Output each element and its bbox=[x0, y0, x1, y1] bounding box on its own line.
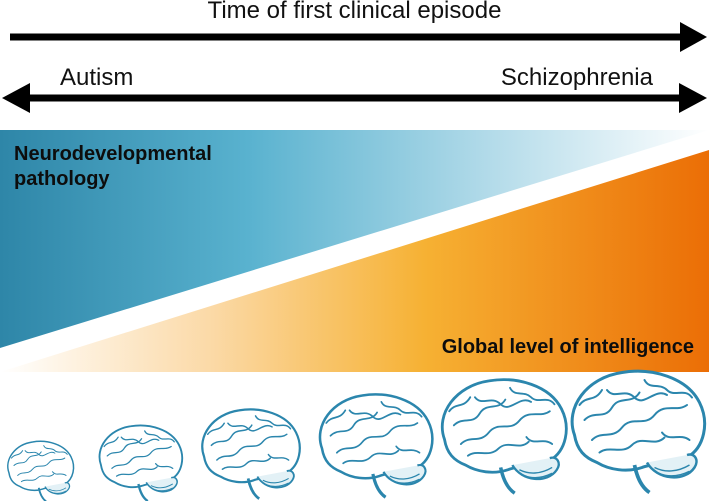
schizophrenia-label: Schizophrenia bbox=[500, 64, 653, 91]
intelligence-wedge bbox=[0, 150, 709, 372]
brain-icon bbox=[98, 424, 184, 501]
spectrum-arrow bbox=[2, 83, 707, 113]
global-intelligence-label: Global level of intelligence bbox=[441, 336, 694, 358]
brain-row bbox=[7, 369, 707, 501]
time-axis-label: Time of first clinical episode bbox=[207, 0, 502, 24]
brain-icon bbox=[440, 378, 568, 495]
autism-label: Autism bbox=[60, 64, 134, 91]
neuro-label-line-1: Neurodevelopmental bbox=[14, 143, 212, 165]
neurodevelopmental-wedge bbox=[0, 130, 709, 348]
brain-icon bbox=[570, 369, 707, 495]
brain-icon bbox=[318, 393, 434, 499]
brain-icon bbox=[201, 408, 301, 500]
neurodevelopmental-pathology-label: Neurodevelopmental pathology bbox=[14, 142, 274, 192]
time-arrow bbox=[10, 22, 707, 52]
neuro-label-line-2: pathology bbox=[14, 168, 110, 190]
brain-icon bbox=[7, 440, 75, 501]
